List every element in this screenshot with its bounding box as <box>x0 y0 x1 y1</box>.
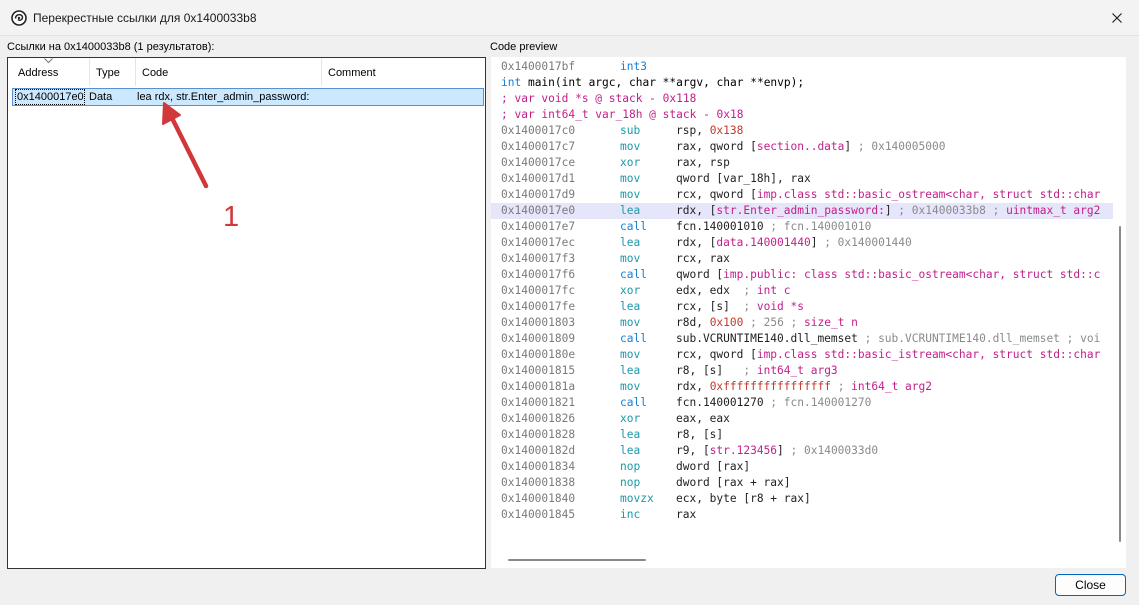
xrefs-list-header: Address Type Code Comment <box>8 58 485 86</box>
window-title: Перекрестные ссылки для 0x1400033b8 <box>33 11 257 25</box>
annotation-number: 1 <box>223 201 240 233</box>
vertical-scrollbar-thumb[interactable] <box>1119 226 1121 542</box>
close-icon[interactable] <box>1105 6 1129 30</box>
column-header-address[interactable]: Address <box>12 58 90 86</box>
code-header-line: int main(int argc, char **argv, char **e… <box>501 76 805 89</box>
code-preview-caption: Code preview <box>490 41 558 53</box>
table-row[interactable]: 0x1400017e0 Data lea rdx, str.Enter_admi… <box>12 88 484 106</box>
row-code: lea rdx, str.Enter_admin_password: <box>137 91 310 103</box>
xrefs-list[interactable]: Address Type Code Comment 0x1400017e0 Da… <box>7 57 486 569</box>
row-address: 0x1400017e0 <box>15 89 85 105</box>
code-header-line: ; var int64_t var_18h @ stack - 0x18 <box>501 108 744 121</box>
close-button[interactable]: Close <box>1055 574 1126 596</box>
row-type: Data <box>89 91 113 103</box>
horizontal-scrollbar-thumb[interactable] <box>508 559 646 561</box>
annotation-arrow-icon <box>162 102 209 189</box>
column-header-code[interactable]: Code <box>136 58 322 86</box>
horizontal-scrollbar[interactable] <box>491 550 1126 568</box>
column-header-comment[interactable]: Comment <box>328 67 376 79</box>
code-header-line: ; var void *s @ stack - 0x118 <box>501 92 697 105</box>
column-header-type[interactable]: Type <box>90 58 136 86</box>
title-bar: Перекрестные ссылки для 0x1400033b8 <box>0 0 1139 36</box>
sort-indicator-icon <box>44 58 53 64</box>
radare-logo-icon <box>11 10 27 26</box>
xrefs-caption: Ссылки на 0x1400033b8 (1 результатов): <box>7 41 215 53</box>
